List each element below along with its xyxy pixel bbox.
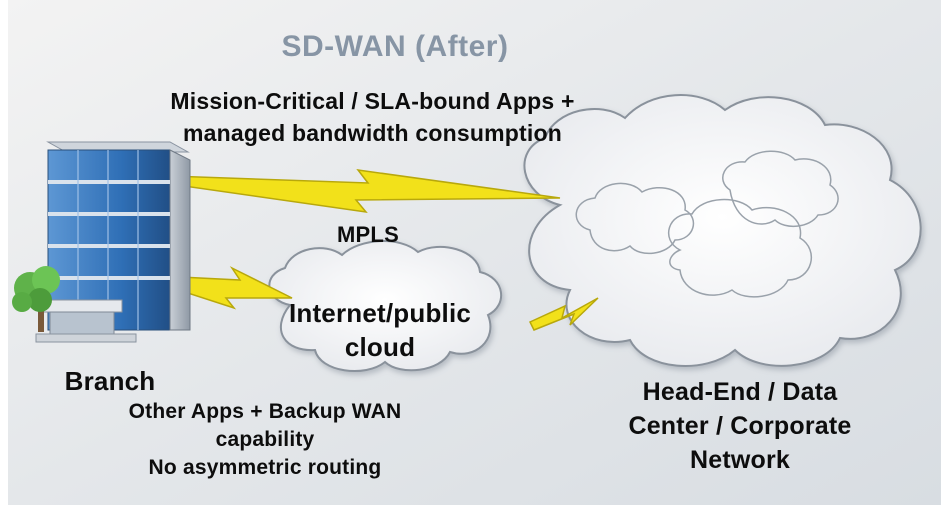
mpls-lightning-bolt-icon — [169, 169, 561, 214]
mpls-description-line-1: Mission-Critical / SLA-bound Apps + — [170, 88, 575, 114]
headend-label-line-3: Network — [689, 446, 791, 474]
internet-cloud-label-line-1: Internet/public — [288, 298, 472, 328]
branch-label: Branch — [64, 366, 156, 396]
internet-description-line-1: Other Apps + Backup WAN — [128, 400, 402, 423]
mpls-description-line-2: managed bandwidth consumption — [183, 120, 562, 146]
headend-label-line-2: Center / Corporate — [628, 412, 852, 440]
internet-cloud-icon — [268, 240, 503, 373]
headend-lightning-bolt-icon — [528, 297, 599, 331]
internet-description-line-3: No asymmetric routing — [148, 456, 382, 479]
tree-icon — [12, 266, 60, 332]
diagram-title: SD-WAN (After) — [281, 30, 509, 63]
internet-description-line-2: capability — [215, 428, 315, 451]
mpls-label: MPLS — [337, 222, 399, 247]
office-building-icon — [35, 141, 191, 343]
headend-label-line-1: Head-End / Data — [642, 378, 838, 406]
head-end-cloud-icon — [523, 94, 922, 367]
internet-cloud-label-line-2: cloud — [344, 332, 416, 362]
